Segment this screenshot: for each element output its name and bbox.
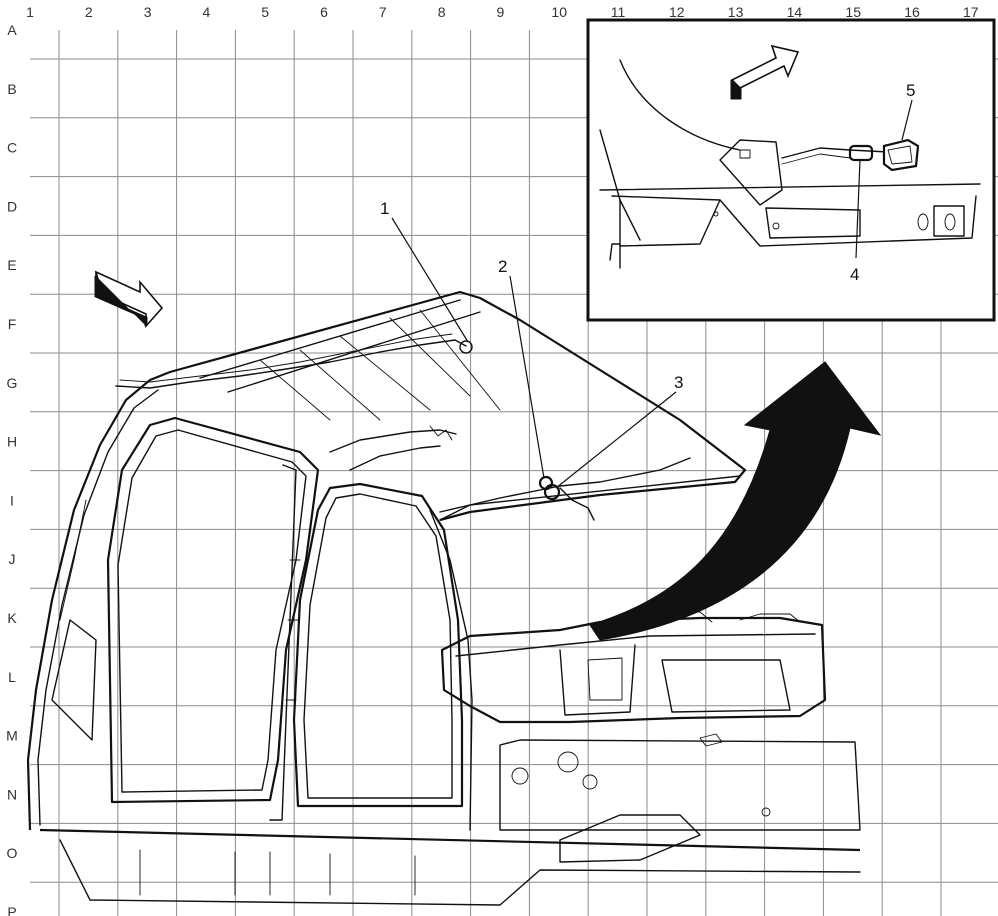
column-label-5: 5 <box>261 4 269 20</box>
column-label-12: 12 <box>669 4 685 20</box>
row-label-H: H <box>7 434 17 450</box>
callout-2: 2 <box>498 257 507 276</box>
row-label-M: M <box>6 728 18 744</box>
row-label-G: G <box>7 375 18 391</box>
row-label-B: B <box>7 81 16 97</box>
column-label-9: 9 <box>497 4 505 20</box>
row-label-K: K <box>7 610 17 626</box>
column-label-13: 13 <box>728 4 744 20</box>
row-label-N: N <box>7 786 17 802</box>
column-label-10: 10 <box>551 4 567 20</box>
row-label-O: O <box>7 845 18 861</box>
row-labels: A B C D E F G H I J K L M N O P <box>6 22 18 916</box>
column-label-15: 15 <box>845 4 861 20</box>
row-label-A: A <box>7 22 17 38</box>
callout-5: 5 <box>906 81 915 100</box>
inset-direction-arrow-icon <box>730 44 800 100</box>
column-label-7: 7 <box>379 4 387 20</box>
vehicle-body <box>26 290 861 906</box>
column-label-17: 17 <box>963 4 979 20</box>
column-label-1: 1 <box>26 4 34 20</box>
inset-detail <box>586 18 996 322</box>
dash-panel <box>499 733 861 863</box>
callout-3: 3 <box>674 373 683 392</box>
direction-arrow-icon <box>94 270 164 329</box>
column-label-16: 16 <box>904 4 920 20</box>
row-label-D: D <box>7 198 17 214</box>
row-label-J: J <box>9 551 16 567</box>
column-label-6: 6 <box>320 4 328 20</box>
column-label-11: 11 <box>611 4 626 20</box>
row-label-P: P <box>7 904 16 916</box>
row-label-L: L <box>8 669 16 685</box>
row-label-C: C <box>7 140 17 156</box>
column-label-3: 3 <box>144 4 152 20</box>
callout-4: 4 <box>850 265 859 284</box>
roof-wiring-harness <box>115 333 691 521</box>
column-label-4: 4 <box>203 4 211 20</box>
row-label-E: E <box>7 257 16 273</box>
row-label-F: F <box>8 316 17 332</box>
column-label-8: 8 <box>438 4 446 20</box>
row-label-I: I <box>10 492 14 508</box>
instrument-panel <box>440 611 827 724</box>
column-label-2: 2 <box>85 4 93 20</box>
column-label-14: 14 <box>787 4 803 20</box>
callout-1: 1 <box>380 199 389 218</box>
detail-view-arrow-icon <box>589 361 882 641</box>
callout-leaders <box>391 99 913 489</box>
